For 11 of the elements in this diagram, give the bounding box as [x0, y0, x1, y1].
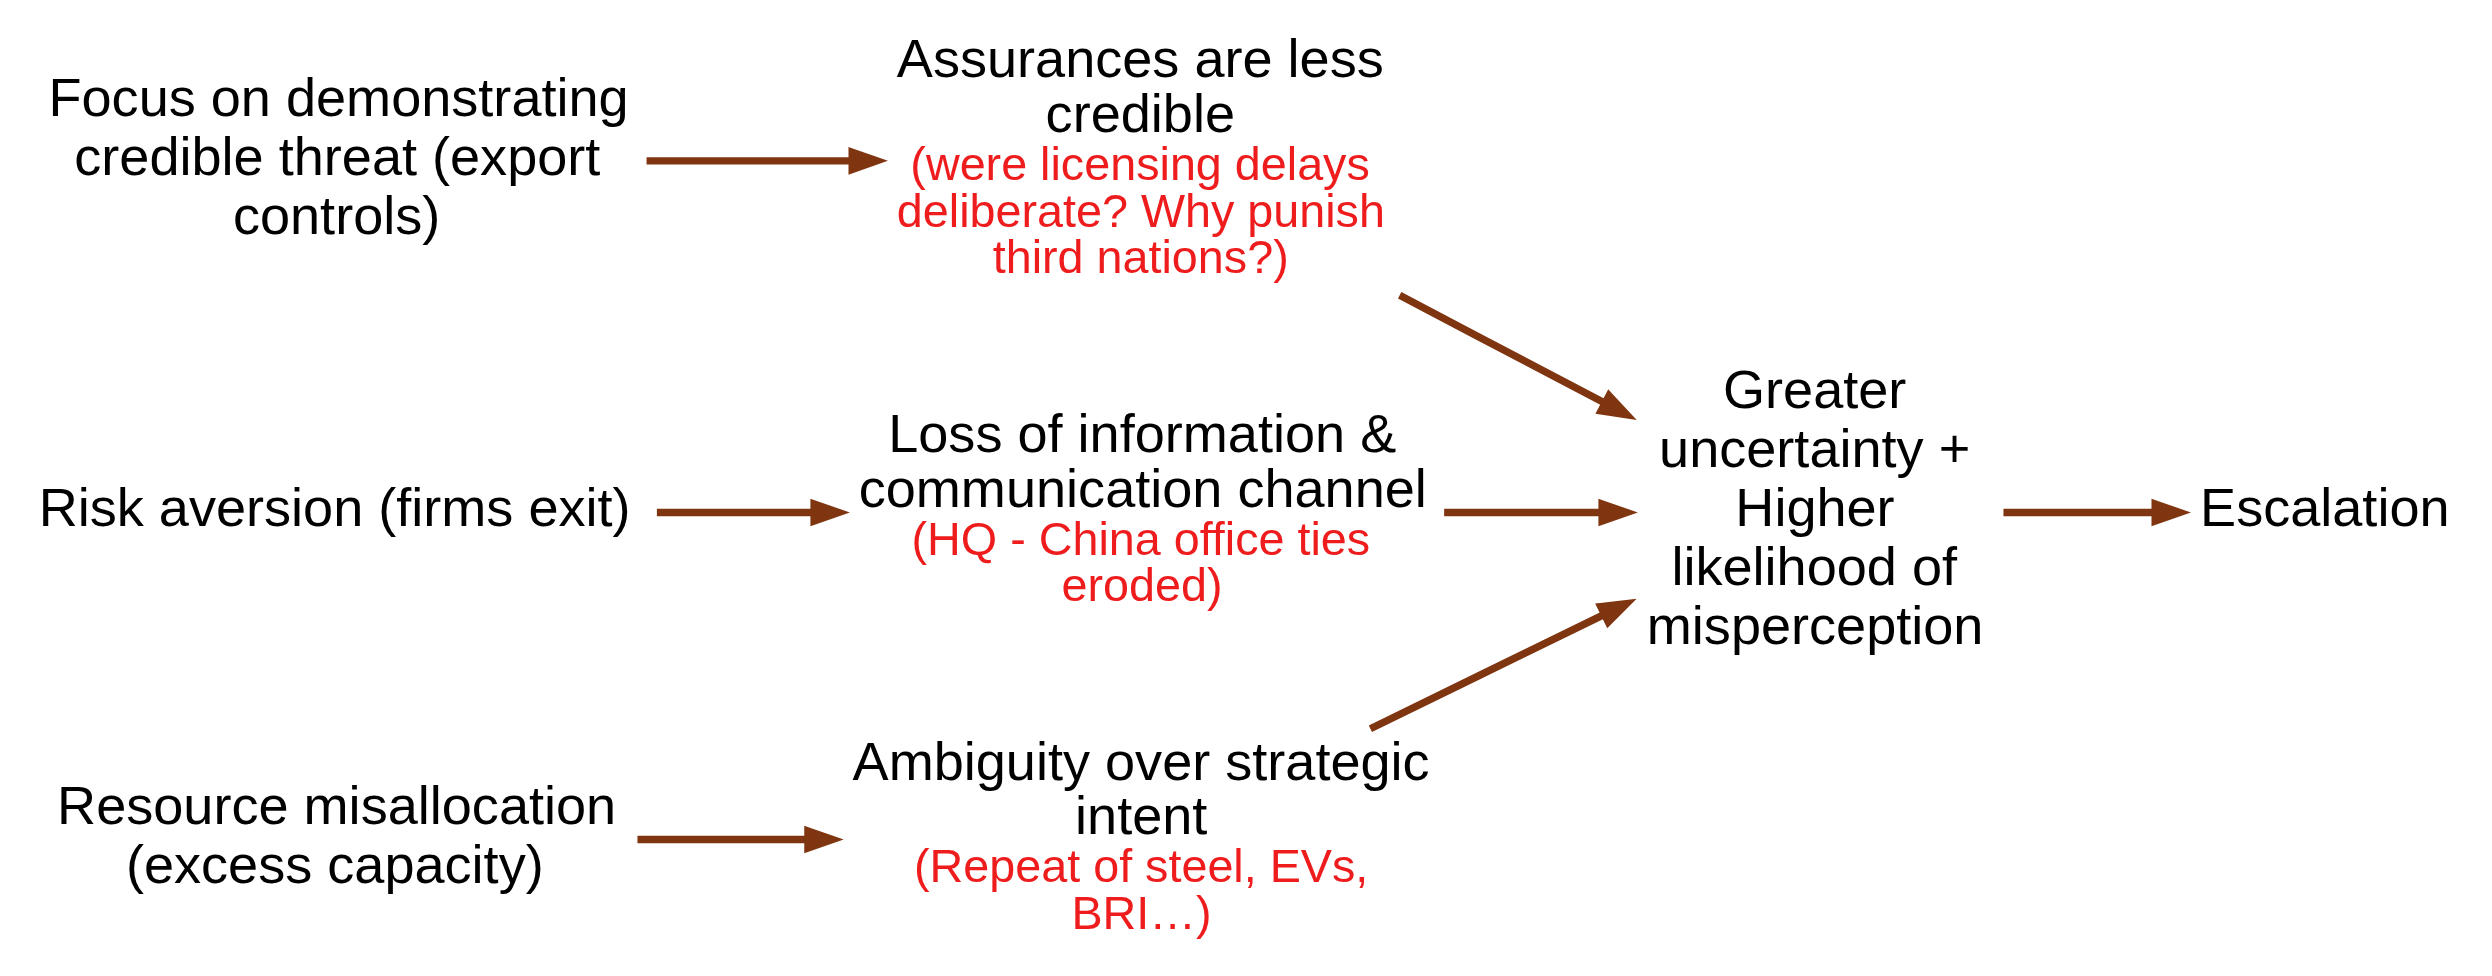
- arrow: [656, 498, 850, 526]
- node-text: Resource misallocation (excess capacity): [57, 774, 617, 894]
- node-text: Focus on demonstrating credible threat (export controls): [48, 66, 629, 245]
- node-text: Escalation: [2200, 476, 2450, 537]
- node-text: Loss of information & communication channel (HQ - China office ties eroded): [858, 402, 1427, 611]
- node-text: Greater uncertainty + Higher likelihood of misperception: [1646, 358, 1984, 655]
- arrow: [1397, 291, 1637, 420]
- node-text: Assurances are less credible (were licensing delays deliberate? Why punish third nations?): [896, 27, 1385, 283]
- arrow: [1368, 598, 1637, 732]
- node-text: Risk aversion (firms exit): [38, 476, 631, 537]
- node-text: Ambiguity over strategic intent (Repeat of steel, EVs, BRI…): [852, 730, 1430, 939]
